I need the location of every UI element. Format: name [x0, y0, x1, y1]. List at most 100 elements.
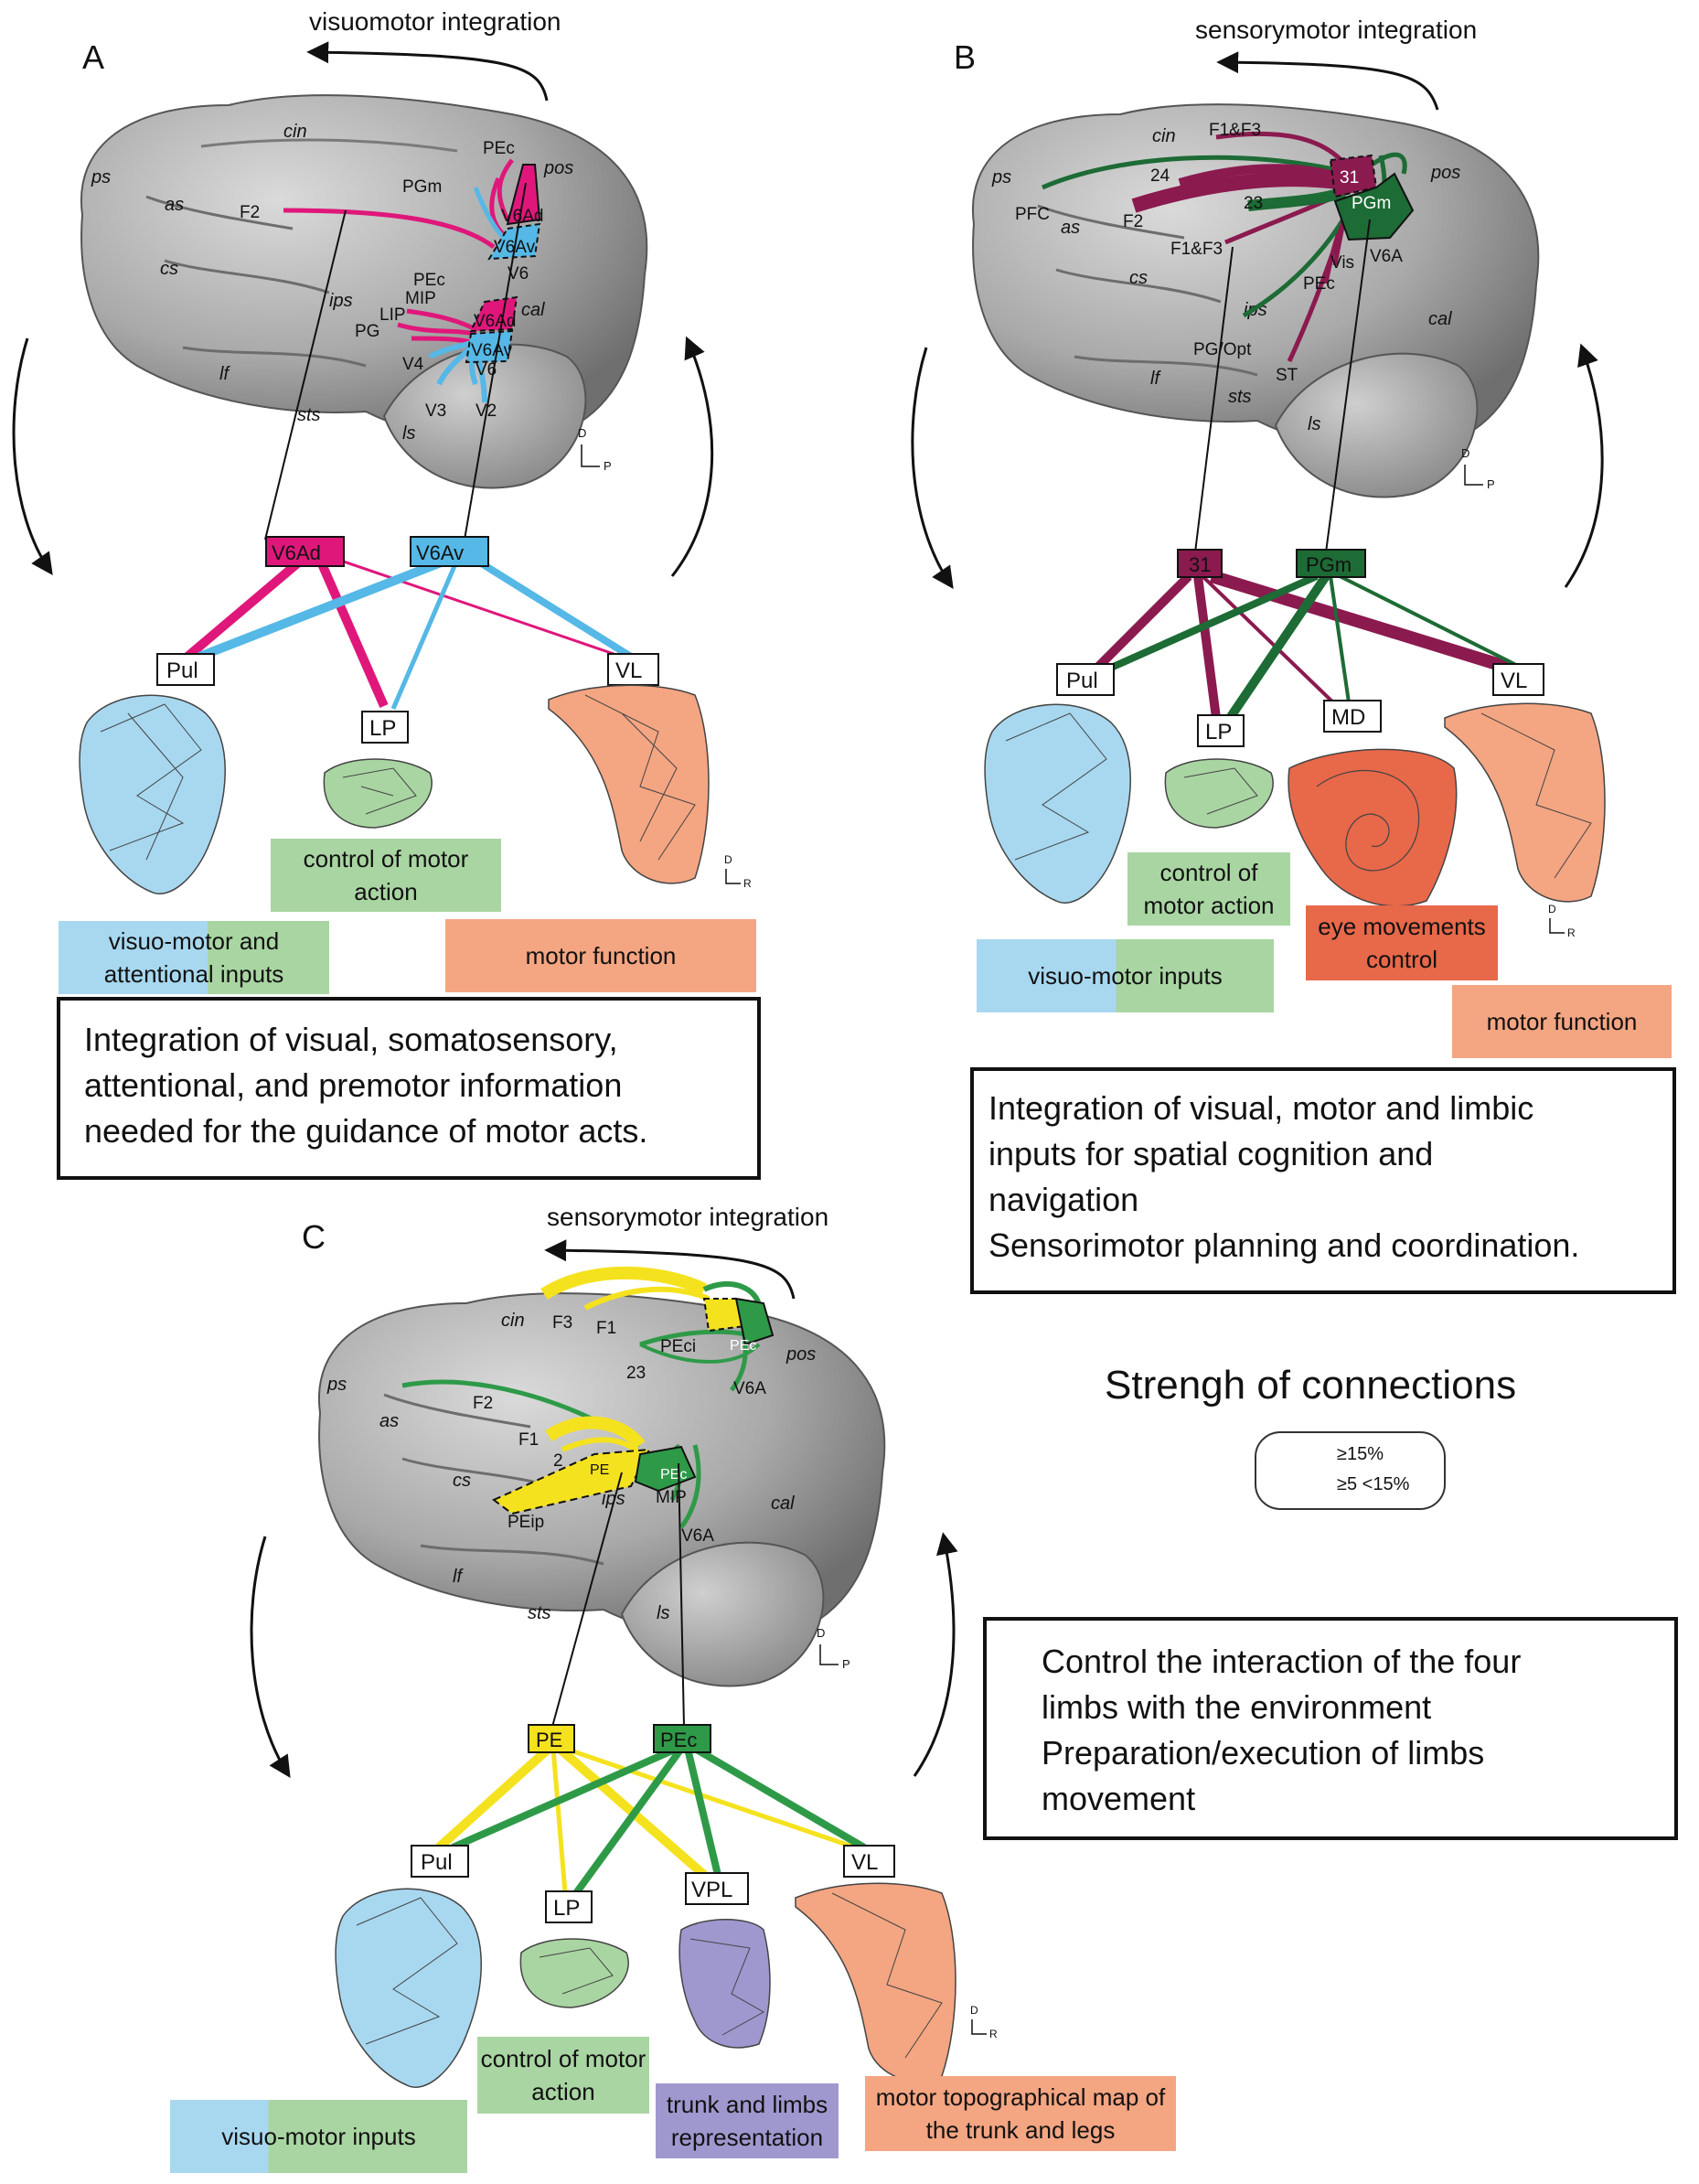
panel-a-node-v6ad [265, 536, 345, 567]
svg-text:Pul: Pul [166, 658, 198, 683]
panel-c-letter: C [302, 1218, 326, 1256]
svg-text:ps: ps [326, 1375, 347, 1395]
svg-text:F1&F3: F1&F3 [1209, 121, 1261, 140]
panel-a-thalamic-connections [184, 555, 634, 710]
svg-text:24: 24 [1150, 166, 1170, 186]
svg-text:VL: VL [1501, 669, 1527, 693]
svg-text:P: P [842, 1657, 850, 1671]
svg-text:F2: F2 [473, 1394, 493, 1413]
svg-text:LP: LP [369, 716, 396, 741]
panel-a-right-arrow [670, 336, 714, 577]
panel-a-summary-box: Integration of visual, somatosensory, at… [57, 997, 761, 1180]
panel-b-thal-vl [1492, 663, 1544, 696]
svg-text:PFC: PFC [1015, 205, 1050, 224]
svg-text:pos: pos [543, 158, 573, 178]
svg-text:PEip: PEip [508, 1513, 544, 1532]
panel-b-thal-pul [1056, 663, 1115, 696]
panel-b-pul-nucleus [984, 703, 1131, 904]
svg-text:PEc: PEc [1303, 274, 1335, 294]
legend-title: Strengh of connections [1105, 1363, 1517, 1408]
svg-text:lf: lf [453, 1567, 464, 1587]
svg-text:V6Ad: V6Ad [474, 312, 516, 331]
svg-text:D: D [817, 1626, 825, 1640]
panel-a-top-arrow [306, 41, 549, 102]
panel-a-pul-nucleus [79, 694, 226, 894]
svg-text:PEc: PEc [483, 139, 515, 158]
panel-b-integration-label: sensorymotor integration [1195, 16, 1477, 44]
svg-text:V6: V6 [508, 264, 529, 284]
svg-text:sts: sts [528, 1603, 551, 1623]
svg-text:PGm: PGm [1306, 553, 1352, 576]
panel-c-summary-line-4: movement [1042, 1780, 1196, 1817]
legend-strong: ≥15% [1337, 1444, 1384, 1465]
panel-c-summary-line-2: limbs with the environment [1042, 1688, 1432, 1726]
panel-b-thal-md [1323, 700, 1382, 733]
panel-c-summary-line-1: Control the interaction of the four [1042, 1643, 1522, 1680]
svg-text:PG: PG [355, 322, 379, 341]
svg-text:PE: PE [536, 1729, 562, 1751]
svg-text:ips: ips [329, 291, 353, 311]
svg-text:R: R [1567, 926, 1576, 939]
svg-text:as: as [1061, 218, 1080, 238]
panel-a-integration-label: visuomotor integration [309, 7, 561, 36]
panel-c-sulcus-labels: ps as cs cin pos ips cal lf sts ls [326, 1311, 816, 1623]
panel-c-vpl-nucleus [679, 1919, 771, 2049]
panel-b-summary-line-3: navigation [988, 1181, 1139, 1218]
svg-text:V6A: V6A [681, 1526, 714, 1546]
svg-text:D: D [970, 2004, 978, 2017]
svg-text:F2: F2 [240, 203, 260, 222]
svg-text:D: D [724, 853, 732, 866]
panel-a-area-labels: PEc PGm F2 V6Ad V6Av V6 PEc MIP LIP PG V… [240, 139, 543, 421]
svg-text:PEc: PEc [413, 271, 445, 290]
panel-c-integration-label: sensorymotor integration [547, 1203, 828, 1231]
svg-text:cal: cal [521, 300, 545, 320]
panel-c-thalamic-connections [435, 1745, 867, 1896]
panel-c-thal-vl [843, 1845, 895, 1878]
svg-text:V6A: V6A [733, 1379, 766, 1398]
svg-text:F2: F2 [1123, 212, 1143, 231]
panel-c-func-visuomotor-text: visuo-motor inputs [221, 2123, 416, 2150]
svg-text:cs: cs [453, 1471, 471, 1491]
svg-text:F1: F1 [518, 1430, 539, 1450]
svg-text:cin: cin [1152, 126, 1176, 146]
svg-text:VL: VL [615, 658, 642, 683]
panel-c-summary-line-3: Preparation/execution of limbs [1042, 1734, 1485, 1772]
panel-c-summary-box: Control the interaction of the four limb… [983, 1617, 1678, 1840]
svg-text:31: 31 [1340, 168, 1359, 187]
svg-text:LIP: LIP [379, 305, 406, 325]
panel-b-md-nucleus [1288, 748, 1458, 907]
panel-c-func-control-text: control of motor action [480, 2045, 646, 2105]
svg-text:MD: MD [1331, 705, 1365, 730]
legend-strong-text: ≥15% [1337, 1444, 1384, 1464]
svg-text:PGm: PGm [1352, 194, 1391, 213]
panel-c-thal-lp [545, 1890, 593, 1923]
svg-text:Pul: Pul [421, 1850, 453, 1875]
svg-text:cin: cin [283, 122, 307, 142]
svg-text:lf: lf [1150, 369, 1161, 389]
svg-text:LP: LP [1205, 720, 1232, 744]
panel-c-func-control: control of motor action [477, 2037, 649, 2114]
panel-b-orientation: D P [1461, 446, 1495, 491]
svg-text:cs: cs [1129, 268, 1148, 288]
svg-text:as: as [165, 195, 184, 215]
svg-text:V3: V3 [425, 401, 446, 421]
svg-text:PEci: PEci [660, 1337, 696, 1356]
panel-b-node-pgm [1296, 549, 1366, 578]
svg-text:V6Av: V6Av [416, 541, 464, 564]
svg-text:LP: LP [553, 1896, 580, 1921]
svg-text:P: P [1487, 477, 1495, 491]
legend-box [1255, 1431, 1446, 1510]
panel-a-thal-pul [156, 653, 215, 686]
svg-text:PE: PE [590, 1462, 609, 1478]
svg-text:V6Av: V6Av [471, 341, 513, 360]
panel-b-thal-orientation: D R [1548, 903, 1576, 939]
panel-b-func-control: control of motor action [1127, 852, 1290, 926]
svg-text:V6: V6 [476, 360, 497, 380]
panel-b-area-labels: F1&F3 24 31 23 PFC F2 PGm F1&F3 Vis V6A … [1015, 121, 1403, 385]
panel-b-thal-lp [1197, 714, 1245, 747]
panel-c-func-trunk-text: trunk and limbs representation [666, 2091, 828, 2151]
panel-a-orientation: D P [578, 426, 612, 473]
svg-text:sts: sts [1228, 387, 1252, 407]
panel-c-thal-pul [411, 1845, 469, 1878]
svg-text:F3: F3 [552, 1313, 572, 1333]
